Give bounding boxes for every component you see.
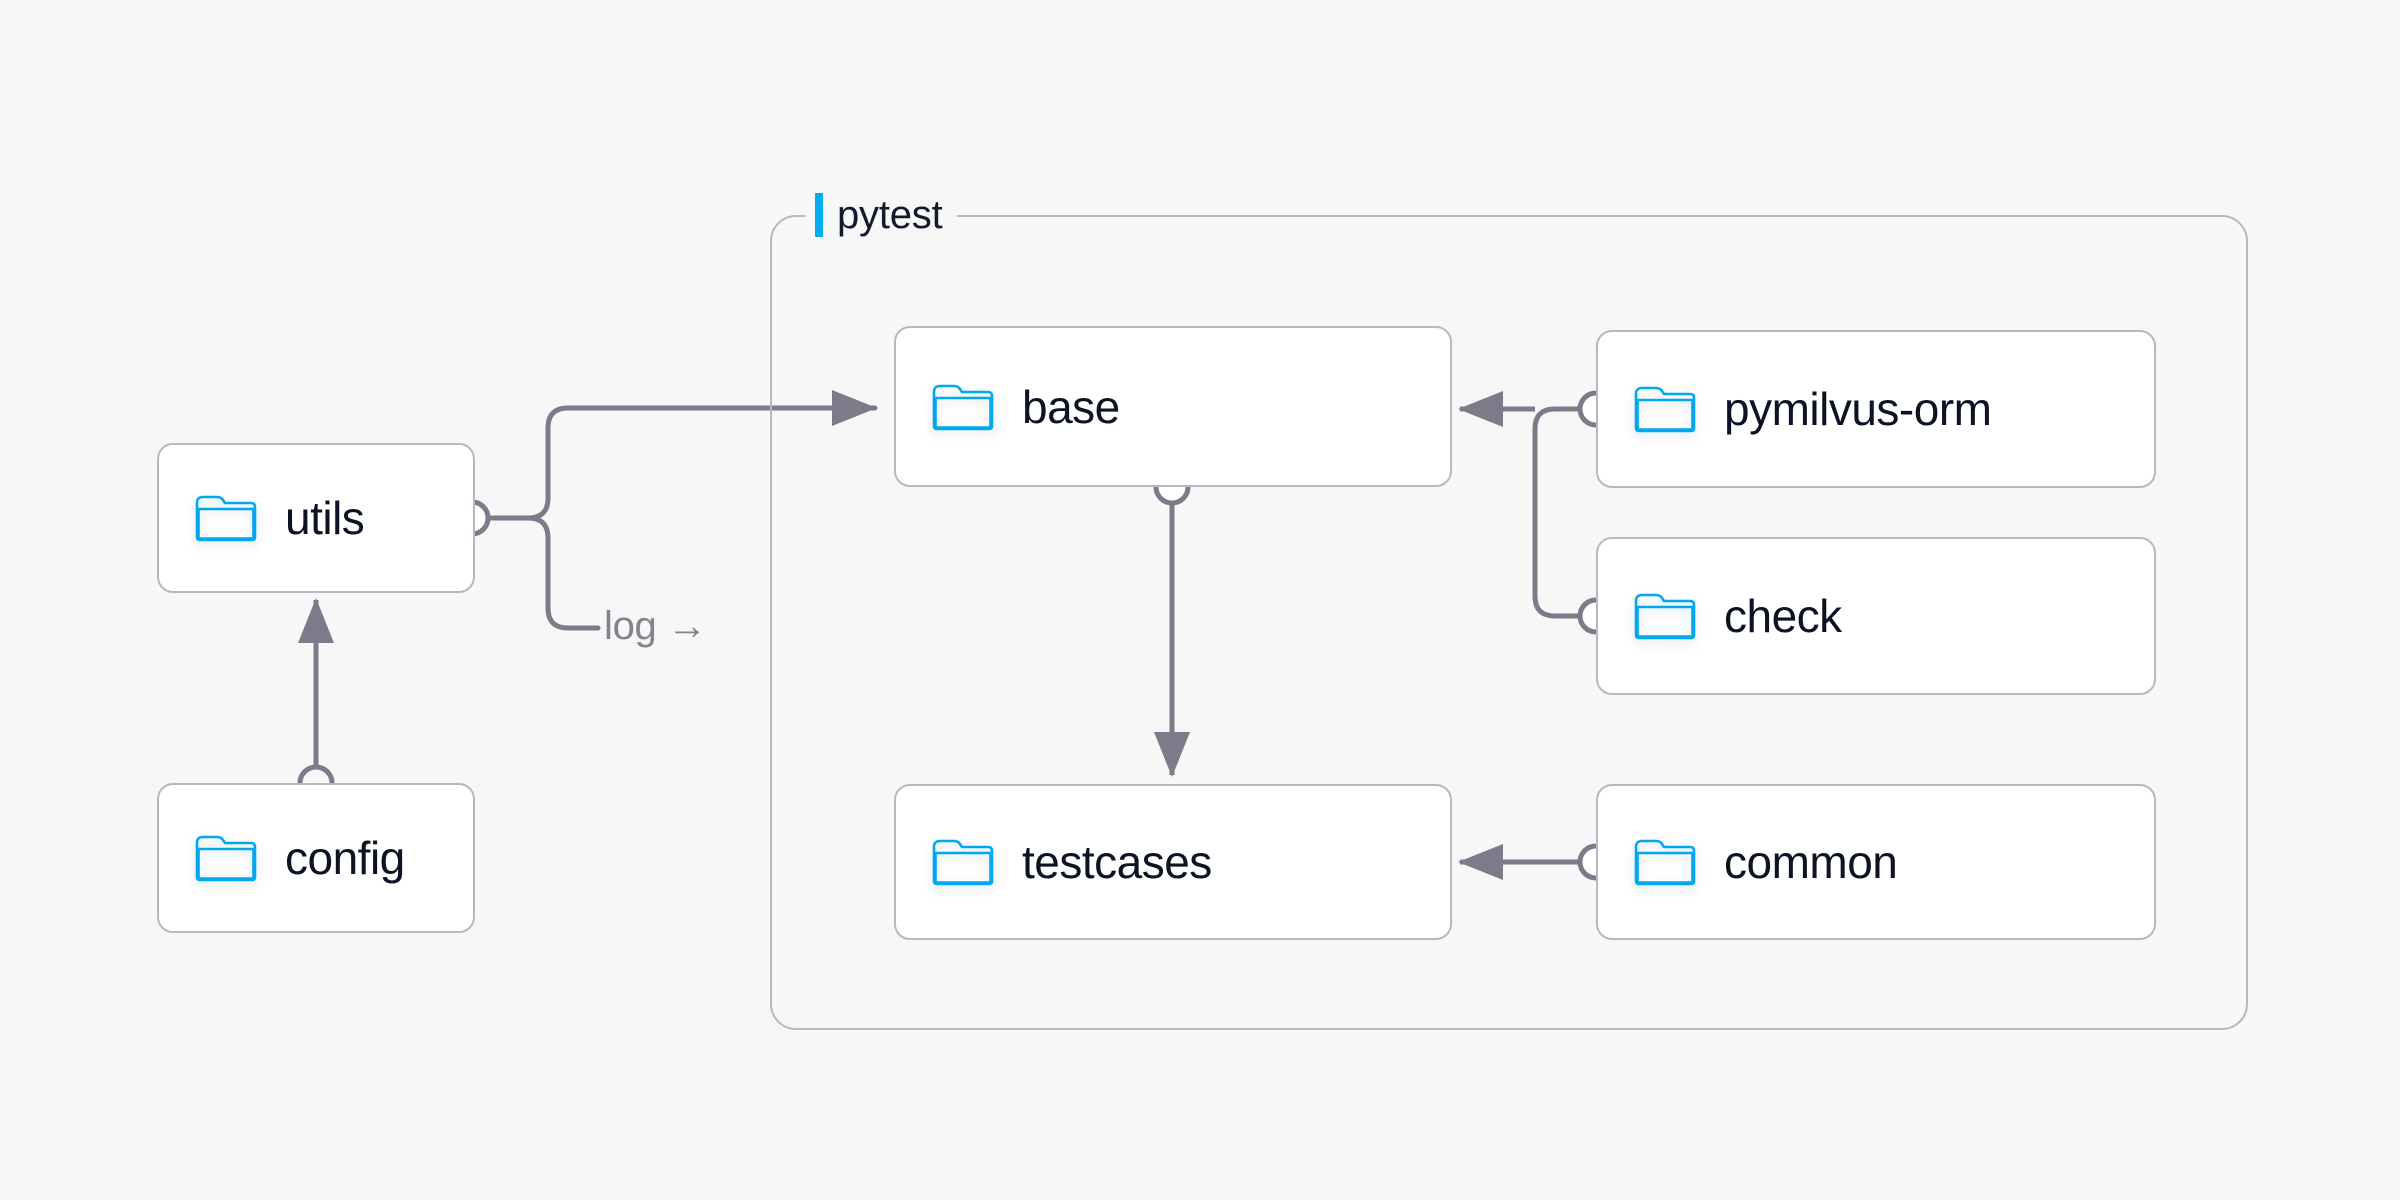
node-label: base xyxy=(1022,380,1120,433)
pytest-group-container xyxy=(770,215,2248,1030)
node-testcases[interactable]: testcases xyxy=(894,784,1452,940)
node-common[interactable]: common xyxy=(1596,784,2156,940)
node-label: config xyxy=(285,832,405,884)
folder-icon xyxy=(1634,591,1696,641)
node-label: pymilvus-orm xyxy=(1724,383,1992,435)
folder-icon xyxy=(195,833,257,883)
folder-icon xyxy=(195,493,257,543)
node-label: common xyxy=(1724,836,1898,888)
edge-utils-to-pytest-log xyxy=(525,515,601,631)
group-title-text: pytest xyxy=(837,192,943,237)
folder-icon xyxy=(1634,384,1696,434)
node-pymilvus-orm[interactable]: pymilvus-orm xyxy=(1596,330,2156,488)
node-label: check xyxy=(1724,590,1842,642)
node-utils[interactable]: utils xyxy=(157,443,475,593)
group-accent-bar xyxy=(815,193,823,237)
node-label: testcases xyxy=(1022,836,1212,888)
folder-icon xyxy=(932,382,994,432)
node-config[interactable]: config xyxy=(157,783,475,933)
node-check[interactable]: check xyxy=(1596,537,2156,695)
edge-config-to-utils xyxy=(297,598,335,802)
node-base[interactable]: base xyxy=(894,326,1452,487)
pytest-group-label: pytest xyxy=(805,186,957,244)
folder-icon xyxy=(1634,837,1696,887)
edge-label-log: log → xyxy=(604,604,707,648)
node-label: utils xyxy=(285,492,365,544)
folder-icon xyxy=(932,837,994,887)
